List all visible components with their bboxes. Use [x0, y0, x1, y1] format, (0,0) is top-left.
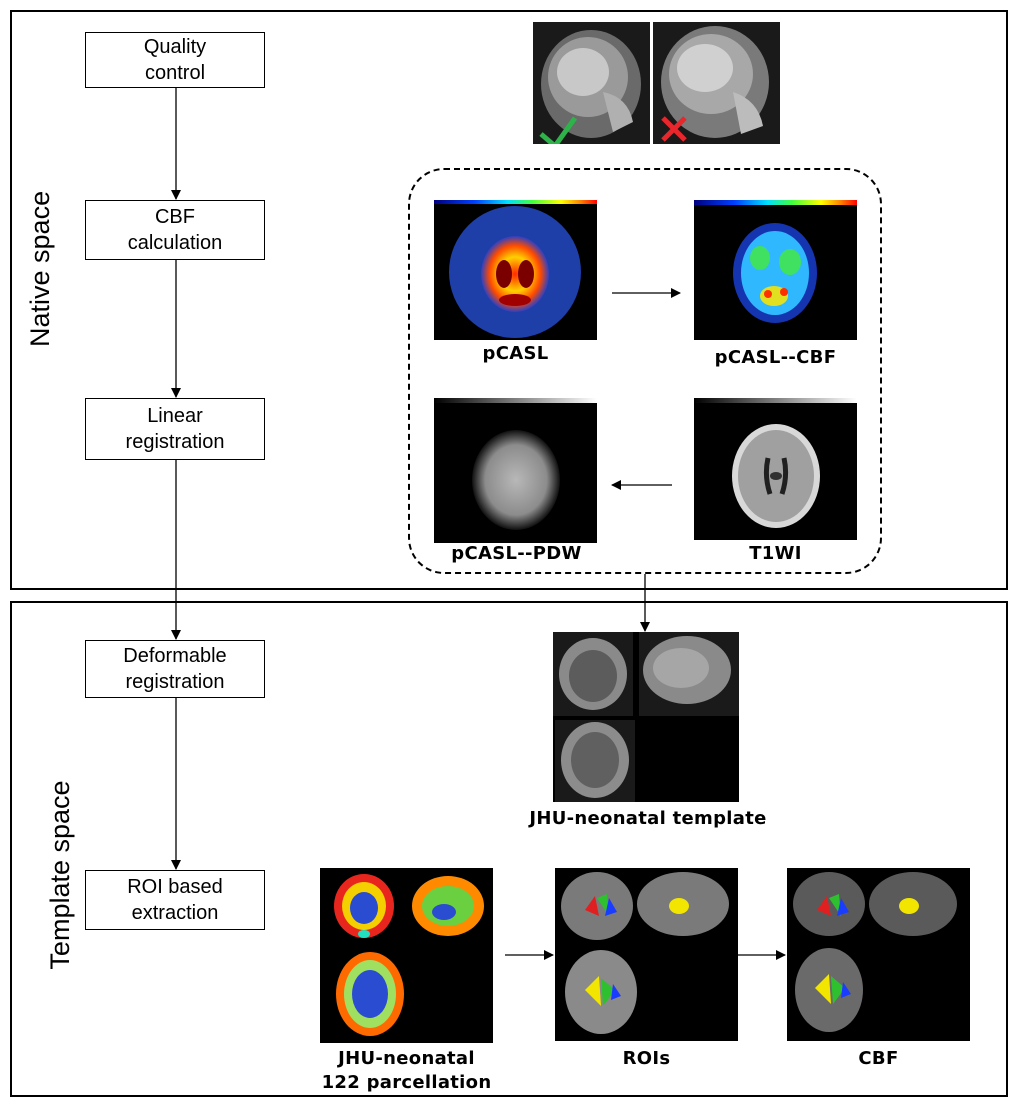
native-images-group: [408, 168, 882, 574]
label-pcasl: pCASL: [482, 343, 549, 364]
template-space-label: Template space: [45, 780, 75, 970]
t1wi-image: [694, 398, 857, 540]
label-rois: ROIs: [622, 1048, 671, 1069]
step-linear-registration: Linear registration: [85, 398, 265, 460]
cbf-image: [787, 868, 970, 1041]
qc-bad-image: [653, 22, 780, 144]
pcasl-pdw-image: [434, 398, 597, 543]
label-parcellation-2: 122 parcellation: [321, 1072, 492, 1093]
cross-icon: [661, 116, 687, 142]
parcellation-image: [320, 868, 493, 1043]
pcasl-cbf-image: [694, 200, 857, 340]
label-parcellation-1: JHU-neonatal: [338, 1048, 475, 1069]
step-roi-extraction: ROI based extraction: [85, 870, 265, 930]
label-cbf: CBF: [858, 1048, 899, 1069]
label-t1wi: T1WI: [749, 543, 802, 564]
check-icon: [539, 116, 578, 144]
jhu-template-image: [553, 632, 739, 802]
label-pcasl-pdw: pCASL--PDW: [451, 543, 582, 564]
native-space-label: Native space: [25, 190, 55, 347]
label-pcasl-cbf: pCASL--CBF: [714, 347, 837, 368]
pcasl-image: [434, 200, 597, 340]
rois-image: [555, 868, 738, 1041]
step-quality-control: Quality control: [85, 32, 265, 88]
step-deformable-registration: Deformable registration: [85, 640, 265, 698]
label-jhu-template: JHU-neonatal template: [529, 808, 767, 829]
step-cbf-calculation: CBF calculation: [85, 200, 265, 260]
qc-good-image: [533, 22, 650, 144]
